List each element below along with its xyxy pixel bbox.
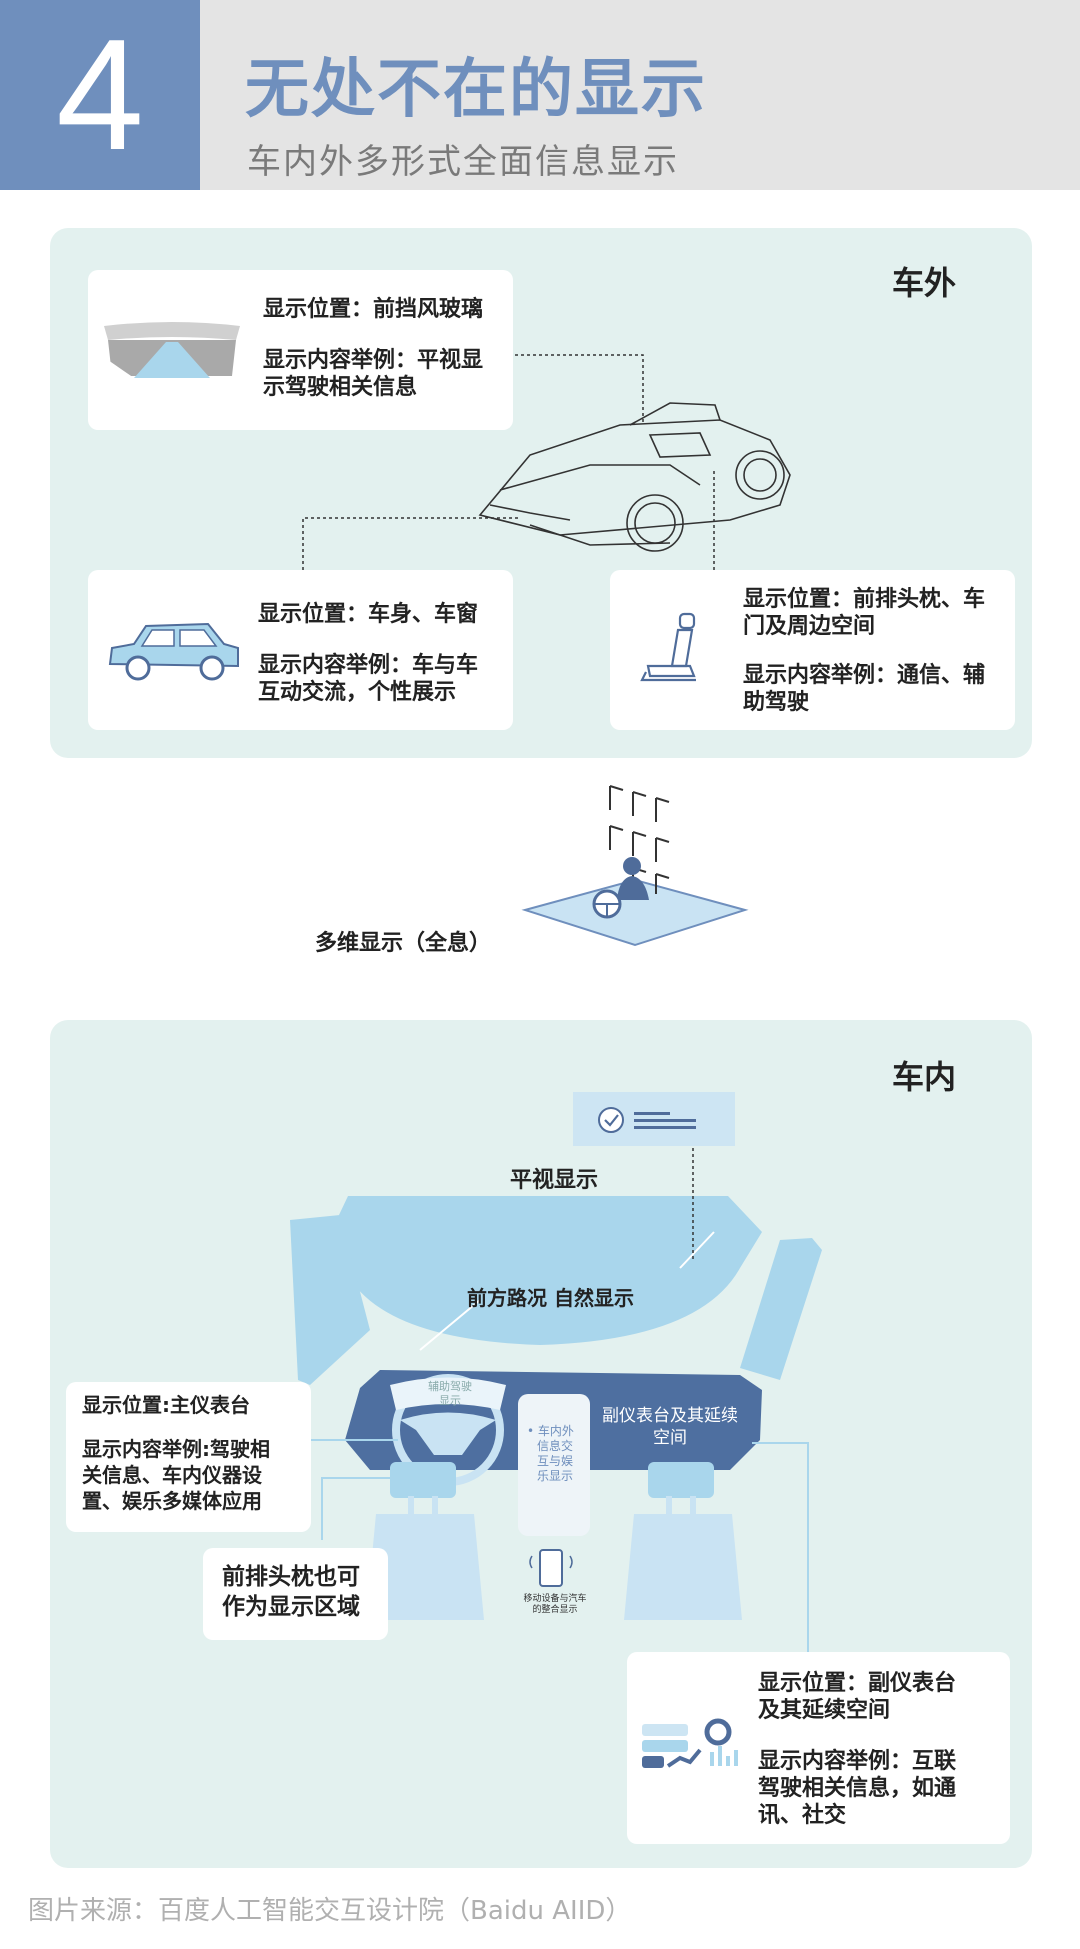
- body-window-position-text: 显示位置：车身、车窗: [258, 602, 479, 627]
- headrest-note-line1: 前排头枕也可: [222, 1564, 360, 1590]
- headrest-door-content-line2: 助驾驶: [743, 690, 810, 715]
- headrest-note-line2: 作为显示区域: [222, 1594, 360, 1620]
- headrest-note-card: [203, 1548, 388, 1640]
- hologram-label: 多维显示（全息）: [315, 931, 492, 956]
- headrest-door-position-line1: 显示位置：前排头枕、车: [743, 587, 986, 612]
- page-title: 无处不在的显示: [245, 53, 707, 127]
- car-seat-icon: [640, 612, 696, 682]
- body-window-content-line2: 互动交流，个性展示: [258, 680, 457, 705]
- windshield-road-label: 前方路况 自然显示: [467, 1286, 634, 1310]
- passenger-console-content-line3: 讯、社交: [758, 1803, 847, 1828]
- main-console-card: [66, 1382, 311, 1532]
- hologram-display-icon: [521, 785, 749, 947]
- passenger-console-content-line1: 显示内容举例：互联: [758, 1749, 957, 1774]
- center-display-label: • 车内外 信息交 互与娱 乐显示: [527, 1424, 574, 1483]
- windshield-content-line1: 显示内容举例：平视显: [263, 348, 484, 373]
- exterior-connectors: [302, 354, 715, 570]
- windshield-position-text: 显示位置：前挡风玻璃: [263, 297, 484, 322]
- interior-cockpit-illustration: [290, 1148, 822, 1652]
- passenger-console-position-line2: 及其延续空间: [758, 1698, 891, 1723]
- hud-label: 平视显示: [510, 1168, 599, 1193]
- small-car-icon: [108, 622, 239, 681]
- main-console-content-line1: 显示内容举例:驾驶相: [82, 1437, 270, 1461]
- passenger-console-content-line2: 驾驶相关信息，如通: [758, 1776, 957, 1801]
- windshield-icon: [104, 322, 240, 378]
- headrest-door-content-line1: 显示内容举例：通信、辅: [743, 663, 986, 688]
- hud-check-icon: [598, 1107, 696, 1133]
- interior-heading: 车内: [892, 1058, 957, 1096]
- headrest-door-display-card: [610, 570, 1015, 730]
- section-number: 4: [0, 0, 200, 190]
- wheel-label: 辅助驾驶显示: [428, 1380, 472, 1407]
- header-band: [200, 0, 1080, 190]
- body-window-content-line1: 显示内容举例：车与车: [258, 653, 479, 678]
- dashboard-widgets-icon: [642, 1718, 738, 1768]
- car-outline-icon: [478, 402, 791, 552]
- windshield-content-line2: 示驾驶相关信息: [263, 375, 418, 400]
- passenger-console-card: [627, 1652, 1010, 1844]
- passenger-console-position-line1: 显示位置：副仪表台: [758, 1671, 957, 1696]
- main-console-content-line3: 置、娱乐多媒体应用: [82, 1489, 262, 1513]
- image-source-caption: 图片来源：百度人工智能交互设计院（Baidu AIID）: [28, 1896, 632, 1926]
- exterior-heading: 车外: [892, 264, 957, 302]
- main-console-content-line2: 关信息、车内仪器设: [82, 1463, 262, 1487]
- mobile-integration-label: 移动设备与汽车的整合显示: [523, 1594, 587, 1615]
- main-console-position-text: 显示位置:主仪表台: [82, 1393, 250, 1417]
- headrest-door-position-line2: 门及周边空间: [743, 614, 876, 639]
- passenger-console-label: 副仪表台及其延续空间: [602, 1406, 738, 1448]
- page-subtitle: 车内外多形式全面信息显示: [247, 142, 679, 182]
